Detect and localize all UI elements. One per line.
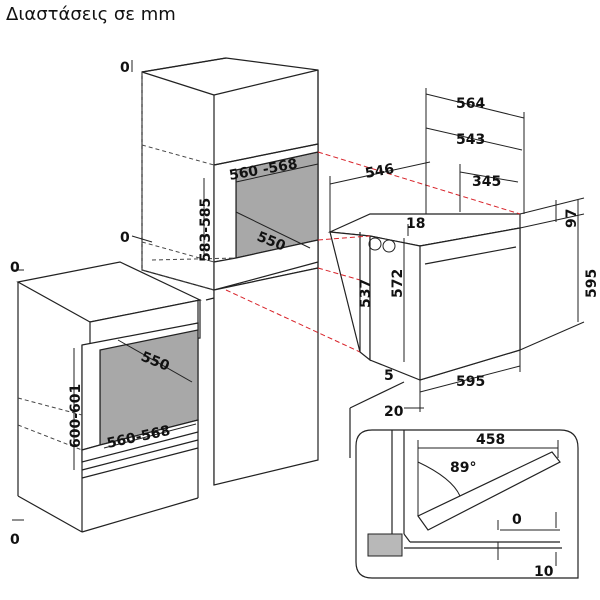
label-oven-height-572: 572 [390, 269, 406, 298]
door-detail [349, 381, 579, 579]
label-oven-depth-back: 345 [472, 174, 501, 190]
label-under-opening-height: 600-601 [68, 384, 84, 448]
label-oven-width-total: 564 [456, 96, 485, 112]
label-door-clearance-ten: 10 [534, 564, 554, 580]
dimension-lines [12, 60, 585, 521]
label-column-opening-height: 583-585 [198, 198, 214, 262]
label-oven-height-537: 537 [358, 279, 374, 308]
label-oven-depth-total: 546 [364, 161, 396, 182]
label-oven-top-gap: 97 [564, 209, 580, 228]
label-door-clearance-zero: 0 [512, 512, 522, 528]
label-oven-door-thickness: 20 [384, 404, 404, 420]
alignment-lines [225, 151, 521, 353]
oven-vent-left-icon [368, 237, 382, 251]
label-door-angle: 89° [450, 460, 476, 476]
label-oven-vent: 18 [406, 216, 425, 232]
label-oven-bottom-gap: 5 [384, 368, 394, 384]
label-column-mid-zero: 0 [120, 230, 130, 246]
label-under-top-zero: 0 [10, 260, 20, 276]
label-oven-width-inner: 543 [456, 132, 485, 148]
label-door-length: 458 [476, 432, 505, 448]
under-counter-unit [16, 261, 202, 533]
oven-door [419, 227, 521, 381]
label-under-bottom-zero: 0 [10, 532, 20, 548]
oven-vent-right-icon [382, 239, 396, 253]
label-oven-height-total: 595 [584, 269, 600, 298]
page-title: Διαστάσεις σε mm [6, 4, 176, 25]
label-column-top-zero: 0 [120, 60, 130, 76]
label-oven-front-width: 595 [456, 374, 485, 390]
oven [327, 213, 521, 381]
column-unit [141, 57, 319, 486]
